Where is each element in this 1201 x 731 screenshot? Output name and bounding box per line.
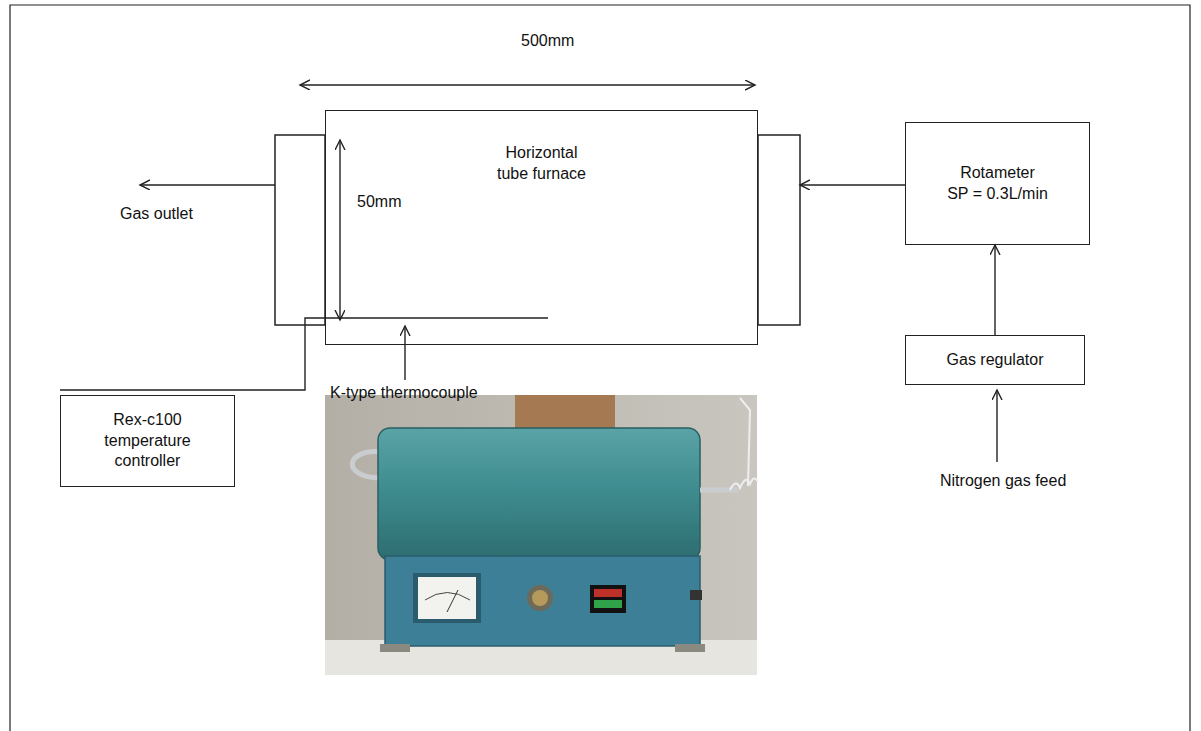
box-text: Rotameter [960, 163, 1035, 184]
outlet-label: Gas outlet [120, 204, 193, 223]
outlet-arrow [140, 184, 275, 185]
end-cap [758, 135, 800, 325]
box-text: SP = 0.3L/min [947, 184, 1048, 205]
pointer-arrow [404, 326, 405, 380]
furnace-photo [325, 395, 758, 675]
regulator-box: Gas regulator [905, 335, 1085, 385]
controller-box: Rex-c100 temperature controller [60, 395, 235, 487]
connector [800, 184, 905, 185]
dimension-label: 50mm [357, 192, 401, 211]
frame [10, 5, 1190, 731]
rotameter-box: RotameterSP = 0.3L/min [905, 122, 1090, 245]
feed-arrow [996, 390, 997, 462]
feed-label: Nitrogen gas feed [940, 471, 1066, 490]
box-text: Gas regulator [947, 350, 1044, 371]
end-cap [275, 135, 325, 325]
thermocouple-label: K-type thermocouple [330, 383, 478, 402]
connector [60, 318, 325, 390]
dimension-arrow [339, 140, 340, 320]
thermocouple-probe [325, 317, 548, 318]
dimension-arrow [300, 84, 755, 85]
dimension-label: 500mm [521, 31, 574, 50]
connector [994, 245, 995, 335]
furnace-box: Horizontal tube furnace [325, 110, 758, 345]
box-text: Rex-c100 temperature controller [93, 410, 203, 472]
box-text: Horizontal tube furnace [494, 143, 589, 185]
